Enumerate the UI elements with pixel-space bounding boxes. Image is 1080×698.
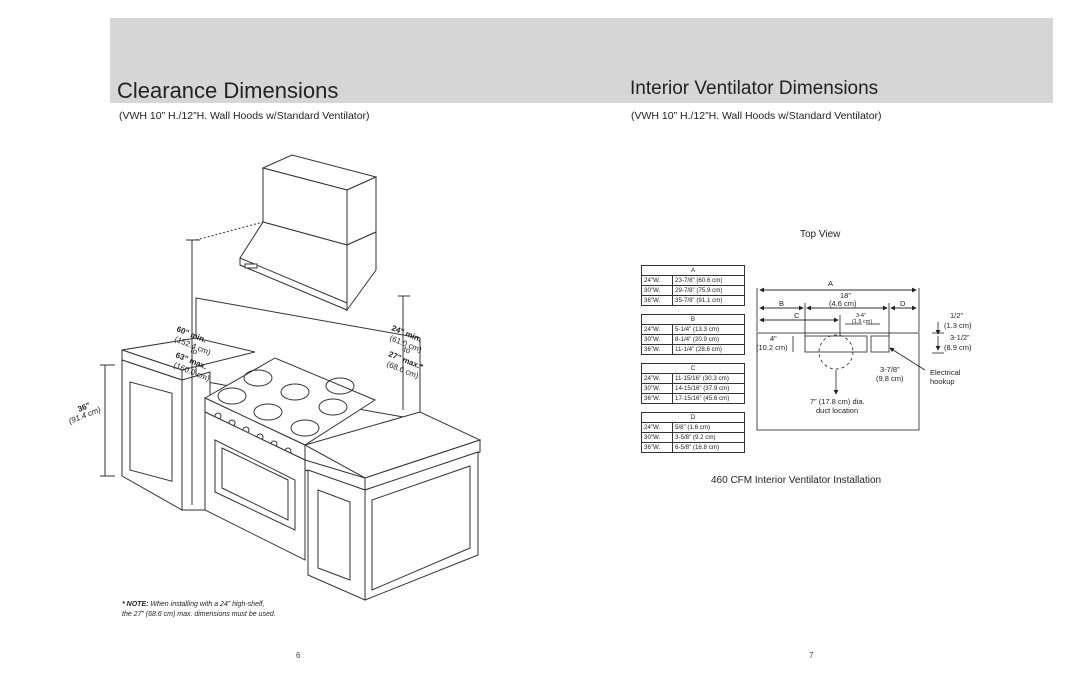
header-banner bbox=[110, 18, 1053, 103]
dim-36: 36" bbox=[76, 401, 91, 414]
dim-to-2: to bbox=[402, 345, 412, 356]
dim-3-4: 3-4” bbox=[856, 313, 866, 319]
page-title-clearance: Clearance Dimensions bbox=[117, 78, 339, 103]
dim-d: D bbox=[900, 299, 906, 308]
table-a: A 24”W.23-7/8” (60.6 cm) 30”W.29-7/8” (7… bbox=[641, 265, 745, 306]
table-b-header: B bbox=[641, 314, 745, 325]
note-line-2: the 27” (68.6 cm) max. dimensions must b… bbox=[122, 611, 276, 618]
dim-b: B bbox=[779, 299, 784, 308]
duct-label-1: 7” (17.8 cm) dia. bbox=[810, 397, 865, 406]
table-cell: 11-1/4” (28.6 cm) bbox=[672, 344, 745, 355]
table-a-header: A bbox=[641, 265, 745, 276]
figure-caption: 460 CFM Interior Ventilator Installation bbox=[711, 475, 882, 486]
page-number-left: 6 bbox=[296, 651, 301, 660]
electrical-label-1: Electrical bbox=[930, 368, 961, 377]
dim-18-cm: (4.6 cm) bbox=[829, 299, 857, 308]
electrical-label-2: hookup bbox=[930, 377, 955, 386]
dim-to-1: to bbox=[189, 346, 199, 357]
dim-3-4-cm: (1.9 cm) bbox=[852, 319, 872, 325]
table-b: B 24”W.5-1/4” (13.3 cm) 30”W.8-1/4” (20.… bbox=[641, 314, 745, 355]
table-row: 30”W.14-15/16” (37.9 cm) bbox=[641, 383, 745, 394]
note-line-1: When installing with a 24” high-shelf, bbox=[150, 601, 265, 608]
dim-3-7-8: 3-7/8” bbox=[880, 365, 900, 374]
dim-4-cm: (10.2 cm) bbox=[756, 343, 788, 352]
table-d-header: D bbox=[641, 412, 745, 423]
table-row: 36”W.17-15/16” (45.6 cm) bbox=[641, 393, 745, 404]
table-cell: 35-7/8” (91.1 cm) bbox=[672, 295, 745, 306]
top-view-label: Top View bbox=[800, 229, 841, 240]
duct-label-2: duct location bbox=[816, 406, 858, 415]
dim-1-2: 1/2” bbox=[950, 311, 963, 320]
dim-c: C bbox=[794, 311, 800, 320]
table-d: D 24”W.5/8” (1.6 cm) 30”W.3-5/8” (9.2 cm… bbox=[641, 412, 745, 453]
dim-3-1-2: 3-1/2” bbox=[950, 333, 970, 342]
table-row: 36”W.35-7/8” (91.1 cm) bbox=[641, 295, 745, 306]
table-row: 36”W.11-1/4” (28.6 cm) bbox=[641, 344, 745, 355]
dim-1-2-cm: (1.3 cm) bbox=[944, 321, 972, 330]
dim-4: 4” bbox=[770, 334, 777, 343]
dim-3-7-8-cm: (9.8 cm) bbox=[876, 374, 904, 383]
dim-a: A bbox=[828, 279, 833, 288]
page-number-right: 7 bbox=[809, 651, 814, 660]
table-cell: 17-15/16” (45.6 cm) bbox=[672, 393, 745, 404]
subtitle-left: (VWH 10” H./12”H. Wall Hoods w/Standard … bbox=[119, 110, 370, 122]
ventilator-outline bbox=[756, 332, 920, 431]
table-row: 36”W.6-5/8” (16.8 cm) bbox=[641, 442, 745, 453]
dim-3-1-2-cm: (8.9 cm) bbox=[944, 343, 972, 352]
table-c-header: C bbox=[641, 363, 745, 374]
table-cell: 6-5/8” (16.8 cm) bbox=[672, 442, 745, 453]
page-title-interior: Interior Ventilator Dimensions bbox=[630, 78, 879, 99]
clearance-note: * NOTE: When installing with a 24” high-… bbox=[122, 600, 276, 620]
note-label: * NOTE: bbox=[122, 601, 149, 608]
table-c: C 24”W.11-15/16” (30.3 cm) 30”W.14-15/16… bbox=[641, 363, 745, 404]
dim-18: 18” bbox=[840, 291, 851, 300]
subtitle-right: (VWH 10” H./12”H. Wall Hoods w/Standard … bbox=[631, 110, 882, 122]
